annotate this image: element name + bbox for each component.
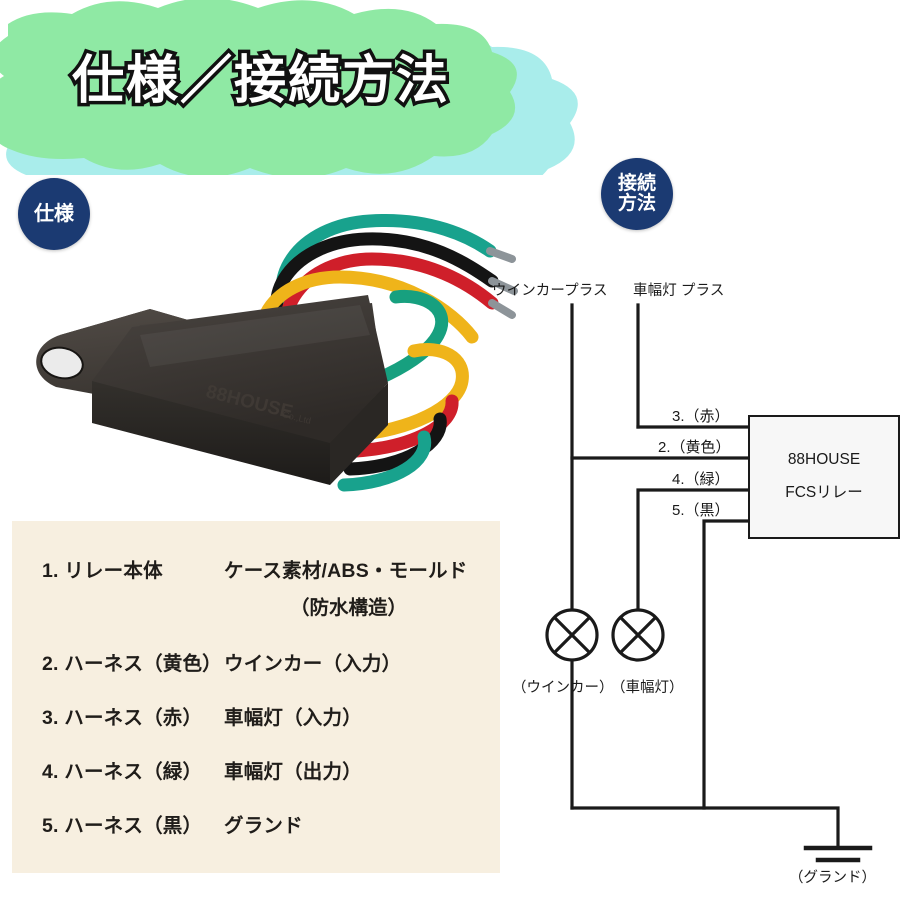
relay-box-line1: 88HOUSE [787,451,861,469]
page-title: 仕様／接続方法 [68,49,451,114]
label-wire-3-red: 3.（赤） [672,408,730,425]
spec-item-label: 3. ハーネス（赤） [42,707,203,729]
label-lamp-winker: （ウインカー） [512,680,614,696]
header-cloud-banner [0,0,578,175]
cloud-green-shape [0,0,517,175]
spec-panel: 1. リレー本体 ケース素材/ABS・モールド （防水構造） 2. ハーネス（黄… [12,521,500,873]
wire-5-black-line [702,519,752,810]
spec-row: 1. リレー本体 ケース素材/ABS・モールド [42,554,492,583]
spec-row: 5. ハーネス（黒） グランド [42,809,492,838]
label-wire-4-green: 4.（緑） [672,471,730,488]
spec-item-value: 車幅灯（入力） [224,707,362,729]
label-wire-2-yellow: 2.（黄色） [658,439,731,456]
badge-connection-label-line2: 方法 [617,193,656,214]
spec-item-value: ウインカー（入力） [224,653,402,675]
ground-bus-line [570,806,840,850]
badge-spec: 仕様 [18,178,90,250]
spec-item-value: グランド [224,815,303,837]
spec-item-value: 車幅灯（出力） [224,761,362,783]
spec-item-label: 2. ハーネス（黄色） [42,653,222,675]
badge-spec-label: 仕様 [34,202,74,225]
relay-box-line2: FCSリレー [785,484,863,501]
label-marker-plus: 車幅灯 プラス [633,283,725,299]
spec-row: 3. ハーネス（赤） 車幅灯（入力） [42,701,492,730]
spec-item-label: 5. ハーネス（黒） [42,815,203,837]
spec-list: 1. リレー本体 ケース素材/ABS・モールド （防水構造） 2. ハーネス（黄… [42,554,492,863]
spec-row: 4. ハーネス（緑） 車幅灯（出力） [42,755,492,784]
wire-4-green-line [636,488,752,612]
label-ground: （グランド） [789,870,876,886]
lamp-marker-symbol [611,608,665,662]
badge-connection-label-line1: 接続 [617,173,656,195]
spec-row: 2. ハーネス（黄色） ウインカー（入力） [42,647,492,676]
mounting-hole [41,347,83,379]
relay-box: 88HOUSE FCSリレー [748,415,900,539]
spec-item-subvalue: （防水構造） [290,597,408,619]
lamp-winker-symbol [545,608,599,662]
badge-connection: 接続 方法 [601,158,673,230]
spec-item-label: 1. リレー本体 [42,560,163,582]
label-winker-plus: ウインカープラス [492,283,608,299]
label-lamp-marker: （車幅灯） [611,680,684,696]
product-body: 88HOUSE Co.,Ltd [92,295,388,485]
product-photo: 88HOUSE Co.,Ltd [36,213,518,492]
spec-item-label: 4. ハーネス（緑） [42,761,203,783]
label-wire-5-black: 5.（黒） [672,502,730,519]
spec-item-value: ケース素材/ABS・モールド [224,560,468,582]
